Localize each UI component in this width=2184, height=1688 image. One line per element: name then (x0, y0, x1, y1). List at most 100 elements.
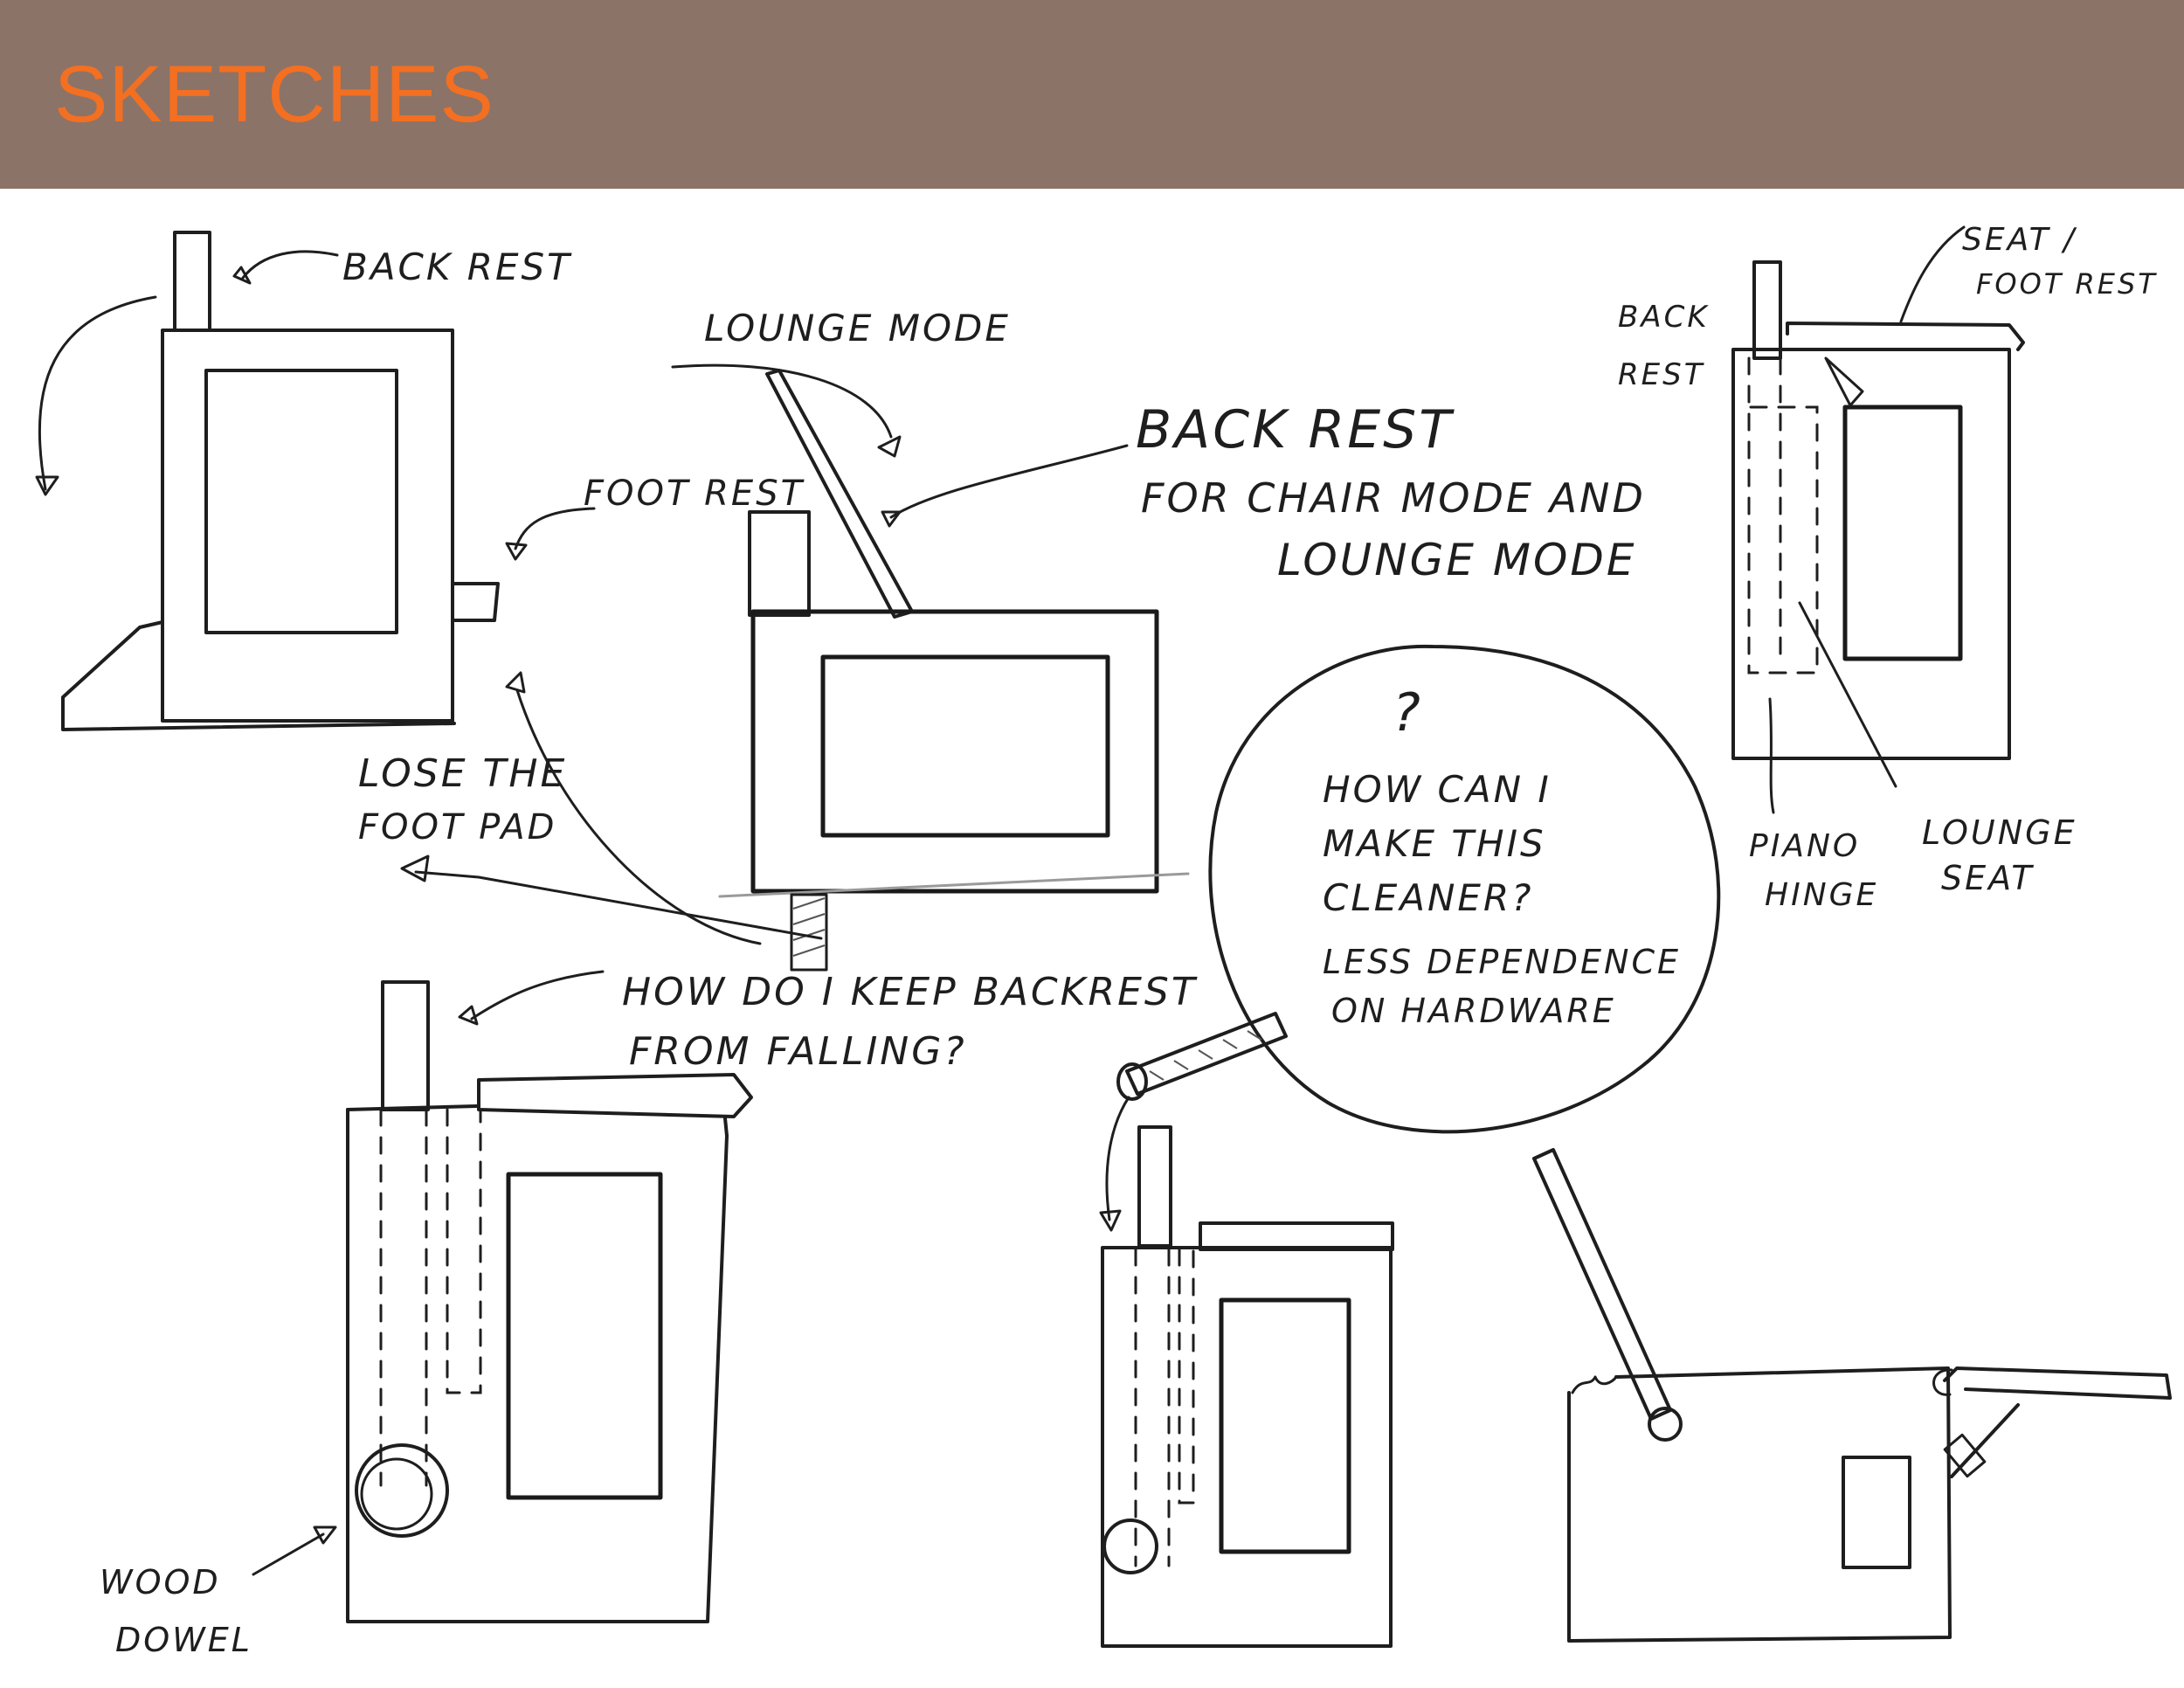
foot-pad-hatch (792, 897, 826, 957)
bm-seat-board (1199, 1221, 1394, 1251)
br-hinge-curl (1932, 1368, 1953, 1396)
bl-side-panel (506, 1172, 663, 1500)
dowel-sketch (1125, 1012, 1288, 1096)
label-lounge-seat-1: LOUNGE (1922, 813, 2077, 852)
back-rest-arrow-head (232, 266, 252, 285)
br-foot-rest-board (1943, 1366, 2172, 1400)
header-bar: SKETCHES (0, 0, 2184, 189)
bm-back-channel-dashes (1134, 1248, 1171, 1567)
lounge-seat-dashes (1747, 356, 1819, 675)
br-strut-bracket (1943, 1433, 1987, 1478)
label-wood-dowel-1: WOOD (100, 1563, 221, 1602)
foot-pad-arrow-head (505, 671, 526, 694)
chair-body-outline (161, 329, 454, 723)
foot-pad (790, 893, 828, 972)
bl-falling-arrow (470, 970, 605, 1020)
label-seat-foot-2: FOOT REST (1976, 267, 2158, 301)
sketch-lounge-chair (400, 363, 1190, 972)
label-lose-foot-pad-2: FOOT PAD (358, 807, 556, 847)
label-cleaner-5: ON HARDWARE (1331, 992, 1616, 1030)
label-piano-hinge-2: HINGE (1765, 877, 1878, 913)
lounge-seat-pointer (1798, 601, 1897, 788)
bl-dowel-circle (355, 1443, 449, 1538)
bm-back-rest-post (1137, 1125, 1172, 1248)
label-keep-backrest-1: HOW DO I KEEP BACKREST (622, 970, 1198, 1014)
bl-back-rest-post (381, 980, 430, 1111)
dowel-arrow-head (1099, 1209, 1122, 1232)
label-right-back-2: REST (1618, 357, 1704, 392)
right-side-panel (1842, 405, 1963, 661)
label-back-rest-top: BACK REST (342, 246, 572, 288)
wood-dowel-arrow-head (313, 1525, 337, 1545)
right-back-rest-post (1752, 260, 1782, 360)
bl-falling-arrow-head (458, 1005, 479, 1026)
ground-shadow-line (718, 872, 1190, 898)
lose-pad-pointer (414, 870, 823, 940)
chair-side-panel (204, 369, 398, 634)
foot-rest-block (451, 582, 500, 622)
label-cleaner-4: LESS DEPENDENCE (1323, 943, 1681, 981)
back-rest-pointer-head (881, 510, 902, 528)
dowel-arrow (1105, 1096, 1130, 1221)
chair-base-line (61, 620, 456, 731)
label-wood-dowel-2: DOWEL (115, 1621, 252, 1659)
foot-rest-arrow-head (505, 542, 528, 561)
wood-dowel-arrow (252, 1532, 325, 1576)
sketch-bottom-left-chair (252, 970, 753, 1623)
label-lounge-seat-2: SEAT (1941, 859, 2035, 897)
sketch-bottom-right-chair (1532, 1148, 2172, 1643)
br-side-panel (1842, 1456, 1911, 1569)
bm-side-panel (1219, 1297, 1351, 1554)
lounge-mode-arrow (671, 363, 893, 439)
label-cleaner-2: MAKE THIS (1323, 822, 1546, 865)
label-back-rest-big-1: BACK REST (1136, 399, 1455, 460)
bl-slot-dashes (446, 1108, 482, 1394)
label-right-back-1: BACK (1618, 300, 1710, 335)
br-chair-body (1567, 1366, 1952, 1643)
foot-pad-arrow (515, 688, 762, 945)
label-seat-foot-1: SEAT / (1962, 222, 2077, 258)
dowel-hatch (1149, 1030, 1262, 1081)
lose-pad-pointer-head (400, 854, 430, 882)
label-lose-foot-pad-1: LOSE THE (358, 751, 567, 796)
hinge-pointer (1768, 697, 1775, 814)
label-back-rest-big-3: LOUNGE MODE (1277, 535, 1637, 585)
seat-foot-rest-top (1786, 322, 2025, 351)
seat-arrow (1899, 225, 1966, 323)
right-chair-body (1731, 348, 2011, 760)
sketch-right-chair (1731, 225, 2025, 814)
bm-slot-dashes (1178, 1248, 1195, 1505)
back-rest-post (173, 231, 211, 332)
sketch-bottom-middle-chair (1101, 1125, 1394, 1648)
lounge-side-panel (820, 654, 1110, 838)
sketch-thought-bubble (1099, 644, 1721, 1232)
rear-post (748, 510, 811, 617)
bl-dowel-inner (360, 1457, 433, 1531)
page-title: SKETCHES (54, 50, 494, 139)
bl-seat-board (477, 1073, 753, 1118)
rotate-arrow-curve (38, 295, 157, 491)
bl-back-channel-dashes (379, 1108, 428, 1487)
label-question-mark: ? (1393, 682, 1423, 744)
lounge-mode-arrow-head (877, 435, 902, 458)
bm-dowel-circle (1102, 1519, 1158, 1574)
br-notches (1571, 1375, 1618, 1394)
br-support-strut (1950, 1403, 2020, 1478)
label-piano-hinge-1: PIANO (1749, 828, 1860, 864)
label-cleaner-3: CLEANER? (1323, 876, 1533, 919)
label-lounge-mode: LOUNGE MODE (704, 307, 1011, 349)
lounge-body-outline (750, 609, 1159, 894)
bubble-outline (1208, 644, 1721, 1134)
back-rest-pointer (889, 444, 1129, 519)
label-keep-backrest-2: FROM FALLING? (629, 1029, 967, 1074)
dowel-end (1116, 1062, 1148, 1101)
label-back-rest-big-2: FOR CHAIR MODE AND (1141, 474, 1646, 522)
seat-wedge (1824, 356, 1864, 407)
back-rest-arrow (241, 250, 339, 280)
foot-rest-arrow (514, 507, 596, 550)
bl-chair-body (346, 1108, 729, 1623)
br-pivot (1648, 1407, 1683, 1442)
label-foot-rest: FOOT REST (584, 474, 805, 514)
